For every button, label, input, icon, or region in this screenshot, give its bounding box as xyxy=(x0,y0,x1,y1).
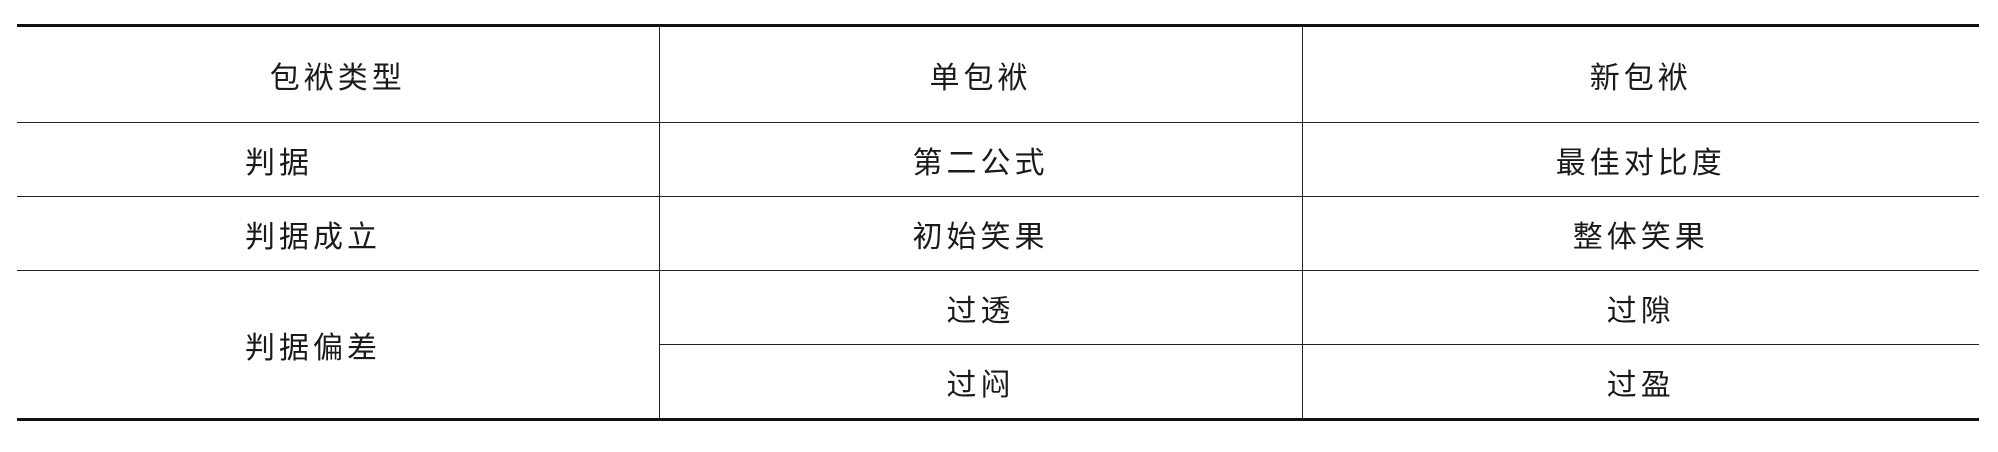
header-single: 单包袱 xyxy=(658,24,1303,123)
cell-single: 初始笑果 xyxy=(658,196,1303,271)
comparison-table-container: 包袱类型 单包袱 新包袱 判据 第二公式 最佳对比度 判据成立 初始笑果 整体笑… xyxy=(17,24,1979,421)
cell-new: 过盈 xyxy=(1301,344,1979,421)
header-new: 新包袱 xyxy=(1301,24,1979,123)
table-row: 判据偏差 过透 过隙 xyxy=(17,270,1979,421)
table-row: 判据成立 初始笑果 整体笑果 xyxy=(17,196,1979,271)
cell-new: 整体笑果 xyxy=(1301,196,1979,271)
table-row: 判据 第二公式 最佳对比度 xyxy=(17,122,1979,197)
row-label-deviation: 判据偏差 xyxy=(17,270,660,421)
cell-new: 最佳对比度 xyxy=(1301,122,1979,197)
row-label: 判据 xyxy=(17,122,660,197)
cell-single: 第二公式 xyxy=(658,122,1303,197)
comparison-table: 包袱类型 单包袱 新包袱 判据 第二公式 最佳对比度 判据成立 初始笑果 整体笑… xyxy=(17,24,1979,421)
cell-single: 过闷 xyxy=(659,344,1303,421)
row-label: 判据成立 xyxy=(17,196,660,271)
cell-single: 过透 xyxy=(658,270,1303,345)
table-header-row: 包袱类型 单包袱 新包袱 xyxy=(17,24,1979,123)
header-type: 包袱类型 xyxy=(17,24,660,123)
table-row: 过闷 过盈 xyxy=(17,344,1979,421)
cell-new: 过隙 xyxy=(1301,270,1979,345)
